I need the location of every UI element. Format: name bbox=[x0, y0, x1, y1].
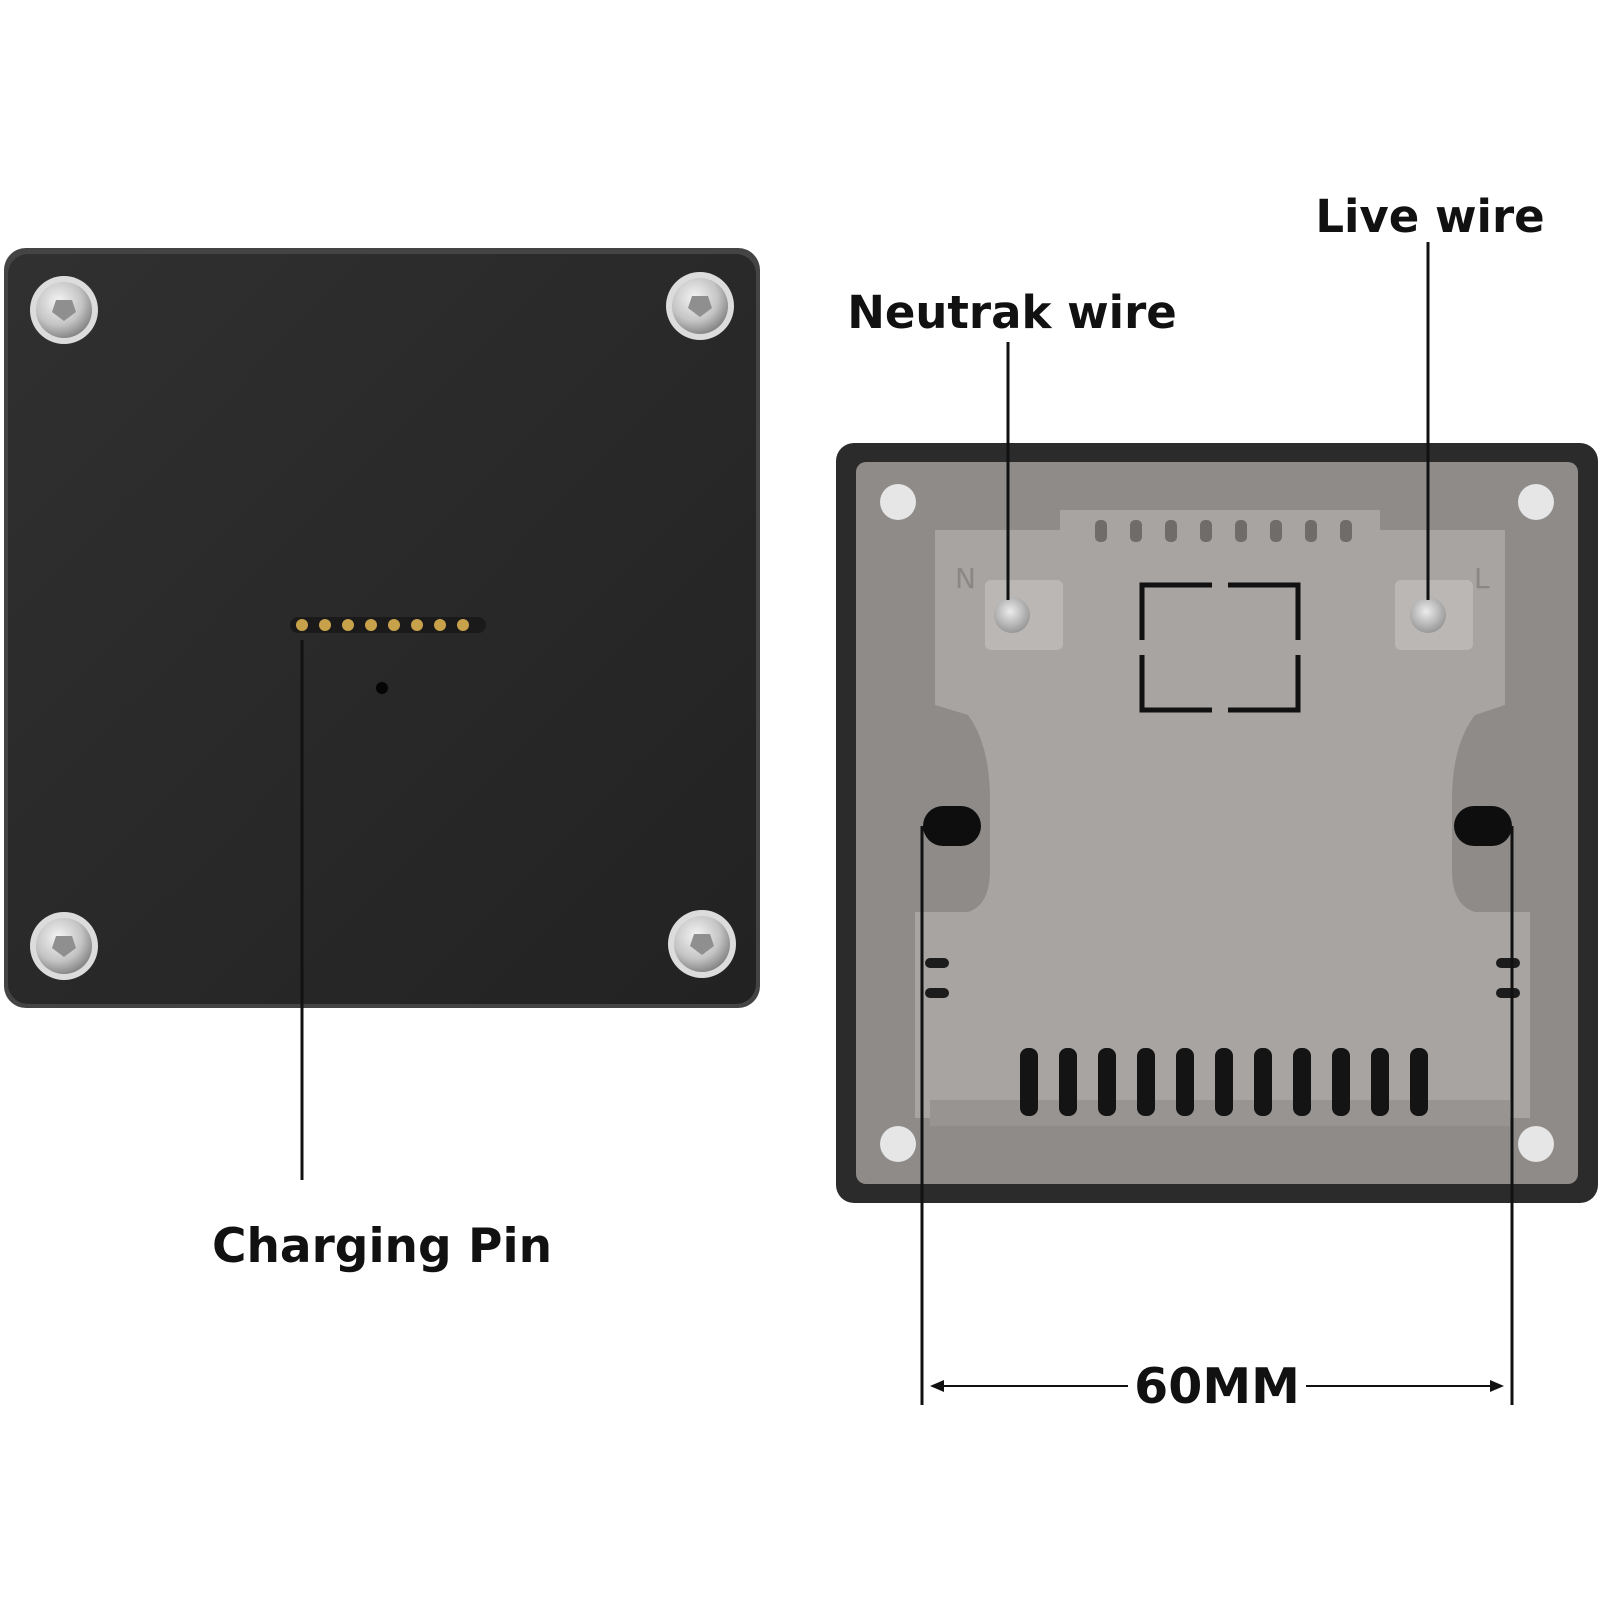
charging-pin bbox=[365, 619, 377, 631]
charging-pin bbox=[434, 619, 446, 631]
switch-housing bbox=[915, 510, 1530, 1118]
charging-pin bbox=[457, 619, 469, 631]
mounting-hole bbox=[1518, 1126, 1554, 1162]
dimension-label: 60MM bbox=[1134, 1358, 1300, 1415]
arrow-right-icon bbox=[1490, 1380, 1504, 1392]
screw-icon bbox=[30, 276, 98, 344]
center-square-mark bbox=[1139, 582, 1301, 713]
charging-pin-label: Charging Pin bbox=[212, 1219, 552, 1274]
charging-pin-strip bbox=[290, 617, 486, 633]
charging-pin bbox=[388, 619, 400, 631]
side-vents bbox=[925, 958, 1520, 998]
screw-icon bbox=[30, 912, 98, 980]
mounting-hole bbox=[1518, 484, 1554, 520]
front-panel bbox=[4, 248, 760, 1180]
back-panel: N L bbox=[836, 443, 1598, 1203]
right-mounting-slot bbox=[1454, 806, 1512, 846]
left-mounting-slot bbox=[923, 806, 981, 846]
screw-icon bbox=[666, 272, 734, 340]
live-terminal-label: L bbox=[1474, 562, 1490, 595]
charging-pin bbox=[411, 619, 423, 631]
terminal-screw-icon bbox=[1410, 597, 1446, 633]
dimension-60mm: 60MM bbox=[920, 826, 1514, 1415]
terminal-screw-icon bbox=[994, 597, 1030, 633]
arrow-left-icon bbox=[930, 1380, 944, 1392]
bottom-vent-slots bbox=[1020, 1048, 1428, 1116]
mounting-hole bbox=[880, 484, 916, 520]
neutral-wire-label: Neutrak wire bbox=[847, 286, 1177, 339]
live-wire-label: Live wire bbox=[1315, 190, 1544, 243]
neutral-terminal-label: N bbox=[955, 562, 976, 595]
neutral-terminal-block: N bbox=[955, 562, 1063, 650]
charging-pin bbox=[342, 619, 354, 631]
top-vent-slots bbox=[1095, 520, 1352, 542]
charging-pin bbox=[296, 619, 308, 631]
screw-icon bbox=[668, 910, 736, 978]
live-terminal-block: L bbox=[1395, 562, 1490, 650]
reset-hole bbox=[376, 682, 388, 694]
charging-pin bbox=[319, 619, 331, 631]
mounting-hole bbox=[880, 1126, 916, 1162]
